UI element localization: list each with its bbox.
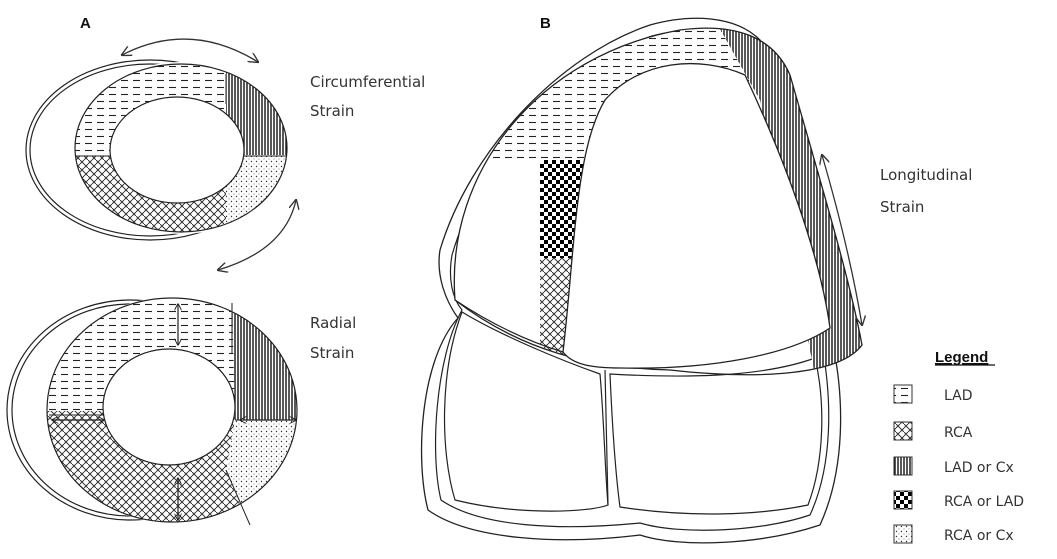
panel-label-b: B bbox=[540, 15, 551, 32]
radial-label-line2: Strain bbox=[310, 344, 354, 362]
radial-segment-lad-or-cx bbox=[232, 295, 300, 420]
legend-label-rca: RCA bbox=[944, 425, 973, 441]
panel-label-a: A bbox=[80, 15, 91, 32]
legend-swatch-lad bbox=[894, 385, 912, 403]
legend: Legend LAD RCA LAD or Cx RCA or LAD RCA … bbox=[894, 349, 1024, 544]
longitudinal-label-line2: Strain bbox=[880, 198, 924, 216]
legend-title: Legend bbox=[935, 349, 988, 366]
legend-label-lad-or-cx: LAD or Cx bbox=[944, 460, 1014, 476]
circumferential-arrow-top bbox=[122, 39, 258, 62]
legend-label-rca-or-lad: RCA or LAD bbox=[944, 494, 1024, 510]
radial-label-line1: Radial bbox=[310, 314, 356, 332]
legend-swatch-lad-or-cx bbox=[894, 457, 912, 475]
radial-ring bbox=[7, 295, 300, 531]
left-atrium bbox=[610, 358, 822, 514]
legend-swatch-rca-or-lad bbox=[894, 491, 912, 509]
heart-four-chamber bbox=[422, 15, 900, 543]
legend-label-lad: LAD bbox=[944, 388, 972, 404]
circumferential-label-line2: Strain bbox=[310, 102, 354, 120]
longitudinal-label-line1: Longitudinal bbox=[880, 166, 972, 184]
legend-swatch-rca bbox=[894, 422, 912, 440]
circumferential-label-line1: Circumferential bbox=[310, 73, 425, 91]
legend-swatch-rca-or-cx bbox=[894, 525, 912, 543]
circumferential-ring bbox=[26, 50, 296, 256]
radial-segment-rca-or-cx bbox=[226, 420, 300, 530]
legend-label-rca-or-cx: RCA or Cx bbox=[944, 528, 1014, 544]
